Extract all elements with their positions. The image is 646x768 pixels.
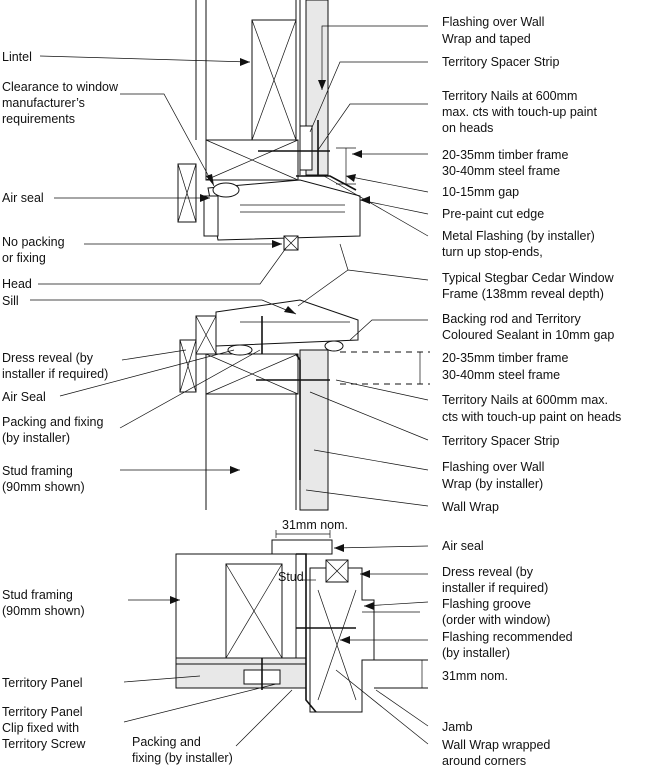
label-nails-mid-1: Territory Nails at 600mm max. — [442, 393, 608, 407]
label-nom-31-right: 31mm nom. — [442, 669, 508, 683]
label-panel-clip-3: Territory Screw — [2, 737, 86, 751]
label-packing-bottom-1: Packing and — [132, 735, 201, 749]
label-panel-clip-2: Clip fixed with — [2, 721, 79, 735]
label-packing-fixing-2: (by installer) — [2, 431, 70, 445]
label-stud-framing-mid-2: (90mm shown) — [2, 480, 85, 494]
label-stud: Stud — [278, 570, 304, 584]
window-sill-frame — [215, 299, 359, 347]
label-flashing-taped-2: Wrap and taped — [442, 32, 531, 46]
label-dress-reveal-right-1: Dress reveal (by — [442, 565, 534, 579]
label-wall-wrap-corners-1: Wall Wrap wrapped — [442, 738, 550, 752]
arrowheads — [170, 58, 374, 644]
label-head: Head — [2, 277, 32, 291]
territory-panel-mid — [299, 349, 329, 511]
label-territory-panel: Territory Panel — [2, 676, 83, 690]
label-dress-reveal-left-2: installer if required) — [2, 367, 108, 381]
label-typical-frame-2: Frame (138mm reveal depth) — [442, 287, 604, 301]
label-nails-top-2: max. cts with touch-up paint — [442, 105, 597, 119]
inline-labels: 31mm nom. Stud Packing and fixing (by in… — [132, 518, 348, 765]
leader-lines — [30, 25, 429, 747]
label-flashing-taped-1: Flashing over Wall — [442, 15, 544, 29]
label-no-packing-1: No packing — [2, 235, 65, 249]
label-clearance-2: manufacturer’s — [2, 96, 85, 110]
label-metal-flashing-2: turn up stop-ends, — [442, 245, 543, 259]
label-steel-frame-top: 30-40mm steel frame — [442, 164, 560, 178]
label-packing-bottom-2: fixing (by installer) — [132, 751, 233, 765]
territory-panel-plan — [175, 657, 307, 689]
jamb-detail — [175, 530, 428, 713]
label-wall-wrap-corners-2: around corners — [442, 754, 526, 768]
label-jamb: Jamb — [442, 720, 473, 734]
label-nails-top-3: on heads — [442, 121, 493, 135]
label-dress-reveal-left-1: Dress reveal (by — [2, 351, 94, 365]
label-air-seal-left: Air seal — [2, 191, 44, 205]
label-spacer-strip-mid: Territory Spacer Strip — [442, 434, 559, 448]
label-spacer-strip-top: Territory Spacer Strip — [442, 55, 559, 69]
label-flashing-rec-2: (by installer) — [442, 646, 510, 660]
label-air-seal-right: Air seal — [442, 539, 484, 553]
label-clearance-3: requirements — [2, 112, 75, 126]
label-stud-framing-low-1: Stud framing — [2, 588, 73, 602]
label-flashing-installer-1: Flashing over Wall — [442, 460, 544, 474]
label-nails-top-1: Territory Nails at 600mm — [442, 89, 577, 103]
label-flashing-installer-2: Wrap (by installer) — [442, 477, 543, 491]
label-packing-fixing-1: Packing and fixing — [2, 415, 104, 429]
label-steel-frame-mid: 30-40mm steel frame — [442, 368, 560, 382]
label-wall-wrap: Wall Wrap — [442, 500, 499, 514]
sill-detail — [179, 299, 430, 511]
label-gap: 10-15mm gap — [442, 185, 519, 199]
label-stud-framing-mid-1: Stud framing — [2, 464, 73, 478]
label-nails-mid-2: cts with touch-up paint on heads — [442, 410, 621, 424]
label-pre-paint: Pre-paint cut edge — [442, 207, 544, 221]
label-flashing-groove-2: (order with window) — [442, 613, 550, 627]
head-detail — [177, 0, 361, 251]
label-backing-rod-2: Coloured Sealant in 10mm gap — [442, 328, 614, 342]
label-sill: Sill — [2, 294, 19, 308]
label-nom-31-top: 31mm nom. — [282, 518, 348, 532]
backing-rod — [324, 340, 344, 352]
air-seal-top — [212, 182, 240, 198]
label-backing-rod-1: Backing rod and Territory — [442, 312, 581, 326]
label-timber-frame-top: 20-35mm timber frame — [442, 148, 568, 162]
label-air-seal-left-mid: Air Seal — [2, 390, 46, 404]
label-no-packing-2: or fixing — [2, 251, 46, 265]
label-dress-reveal-right-2: installer if required) — [442, 581, 548, 595]
label-typical-frame-1: Typical Stegbar Cedar Window — [442, 271, 615, 285]
air-seal-sill — [227, 344, 253, 356]
left-labels: Lintel Clearance to window manufacturer’… — [2, 50, 119, 751]
label-stud-framing-low-2: (90mm shown) — [2, 604, 85, 618]
label-flashing-groove-1: Flashing groove — [442, 597, 531, 611]
label-timber-frame-mid: 20-35mm timber frame — [442, 351, 568, 365]
label-metal-flashing-1: Metal Flashing (by installer) — [442, 229, 595, 243]
spacer-strip-top — [299, 125, 313, 171]
label-clearance-1: Clearance to window — [2, 80, 119, 94]
label-lintel: Lintel — [2, 50, 32, 64]
label-flashing-rec-1: Flashing recommended — [442, 630, 573, 644]
right-labels: Flashing over Wall Wrap and taped Territ… — [442, 15, 621, 768]
label-panel-clip-1: Territory Panel — [2, 705, 83, 719]
